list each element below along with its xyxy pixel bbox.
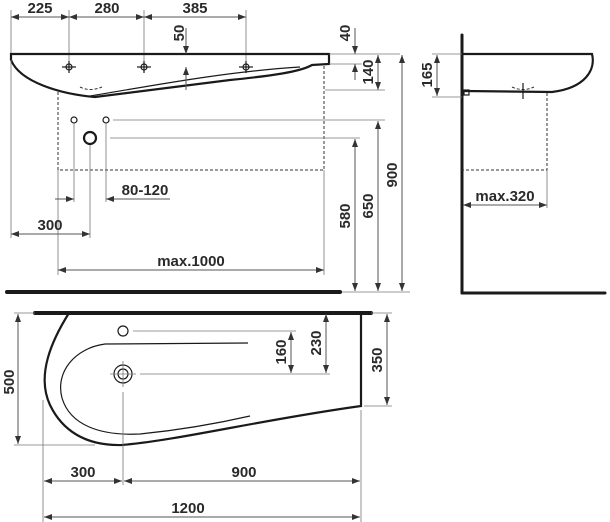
dim-385: 385: [182, 0, 207, 17]
dim-300-top: 300: [70, 464, 95, 481]
dim-80-120: 80-120: [122, 182, 169, 199]
side-view: 165 max.320: [419, 33, 607, 295]
wall-bracket: [463, 89, 470, 96]
dim-140: 140: [360, 59, 377, 84]
dim-165: 165: [419, 62, 436, 87]
waste-outlet: [82, 130, 98, 146]
dim-40: 40: [337, 25, 354, 42]
dim-280: 280: [94, 0, 119, 17]
top-view: 160 230 350 500 300 900 1200: [1, 311, 392, 522]
cabinet-outline: [57, 65, 325, 171]
dim-230: 230: [308, 330, 325, 355]
supply-valve-left: [70, 116, 78, 124]
dim-300-front: 300: [37, 217, 62, 234]
dim-1200: 1200: [171, 500, 204, 517]
dim-650: 650: [360, 193, 377, 218]
dim-350: 350: [369, 347, 386, 372]
basin-side-outline: [462, 52, 594, 94]
tap-hole: [117, 325, 129, 337]
dim-50: 50: [171, 25, 188, 42]
dim-225: 225: [27, 0, 52, 17]
dim-900-top: 900: [231, 464, 256, 481]
dim-580: 580: [337, 203, 354, 228]
bowl-outline: [60, 342, 251, 435]
basin-top-outline: [43, 312, 363, 447]
dim-max-1000: max.1000: [157, 253, 225, 270]
dim-500: 500: [1, 369, 18, 394]
tap-hole-markers: [62, 61, 253, 73]
drain-marker: [110, 361, 136, 387]
front-view: 225 280 385 50 40 140: [5, 0, 410, 294]
dim-max-320: max.320: [475, 188, 534, 205]
supply-valve-right: [102, 116, 110, 124]
dim-900: 900: [384, 162, 401, 187]
basin-front-outline: [9, 52, 331, 99]
dim-160: 160: [273, 339, 290, 364]
